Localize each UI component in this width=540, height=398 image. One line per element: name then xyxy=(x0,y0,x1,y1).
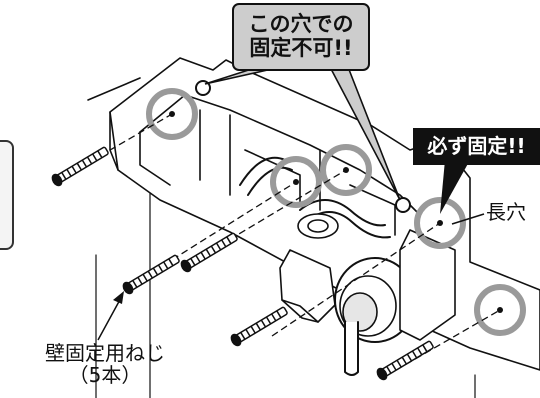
wall-screw-label-line2: （5本） xyxy=(68,363,142,388)
highlight-circle xyxy=(474,284,526,336)
no-fix-line2: 固定不可!! xyxy=(249,36,353,60)
valve-body xyxy=(307,219,329,233)
pipe xyxy=(299,199,386,227)
wall-line xyxy=(87,77,141,101)
rib xyxy=(244,149,301,206)
side-tab xyxy=(0,140,14,250)
pipe xyxy=(247,166,293,196)
handle-lever xyxy=(344,321,359,376)
spout-block xyxy=(281,299,319,323)
must-fix-callout: 必ず固定!! xyxy=(413,128,540,165)
pipe xyxy=(239,156,286,186)
long-hole-leader xyxy=(451,213,485,225)
highlight-circle xyxy=(320,144,372,196)
must-fix-text: 必ず固定!! xyxy=(427,134,526,159)
highlight-circle xyxy=(270,156,322,208)
screw-label-leader xyxy=(97,295,123,341)
screw-label-arrow xyxy=(113,291,124,304)
valve-body xyxy=(297,213,339,239)
wall-screw-label-line1: 壁固定用ねじ xyxy=(45,341,165,365)
screw-group xyxy=(51,146,434,381)
no-fix-line1: この穴での xyxy=(248,12,354,37)
must-fix-pointer xyxy=(440,160,470,214)
no-fix-callout: この穴での 固定不可!! xyxy=(232,3,370,71)
wall-screw-label: 壁固定用ねじ （5本） xyxy=(45,342,165,387)
handle-hub xyxy=(342,292,378,332)
long-hole-label: 長穴 xyxy=(486,200,526,224)
highlight-circle xyxy=(414,197,466,249)
highlight-circle xyxy=(146,88,198,140)
base-plate-edge xyxy=(139,131,171,186)
